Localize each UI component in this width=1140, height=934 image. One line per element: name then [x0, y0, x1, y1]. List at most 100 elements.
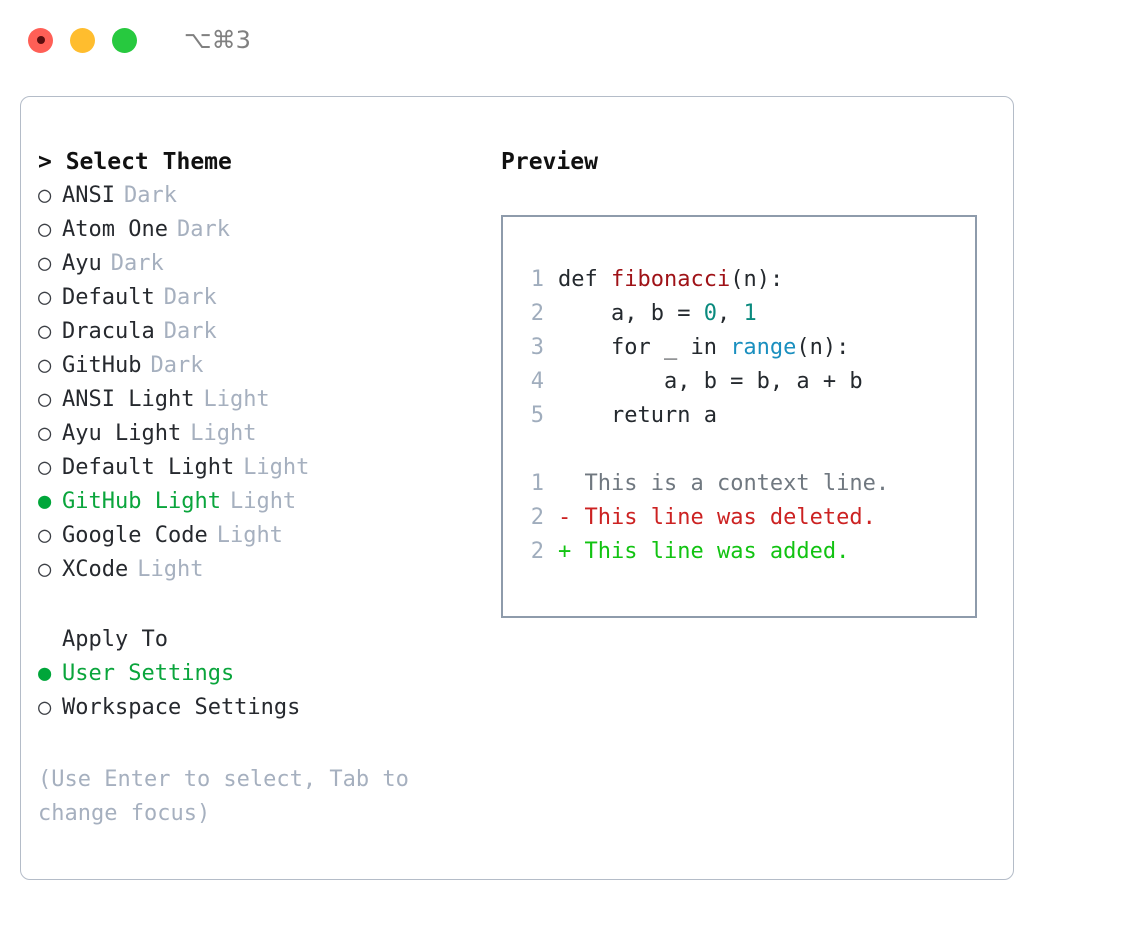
keyboard-hint-text: (Use Enter to select, Tab to change focu…	[38, 767, 423, 826]
theme-option-tag: Light	[190, 421, 257, 446]
code-token: 0	[703, 301, 717, 326]
code-line-number: 3	[530, 335, 544, 360]
theme-option-label: Default Light	[62, 455, 235, 480]
radio-unselected-icon: ○	[38, 695, 52, 720]
apply-to-option-label: Workspace Settings	[62, 695, 301, 720]
theme-option-github-light[interactable]: ● GitHub Light Light	[38, 485, 478, 519]
code-token: 1	[743, 301, 757, 326]
radio-selected-icon: ●	[38, 661, 52, 686]
radio-unselected-icon: ○	[38, 319, 52, 344]
diff-line-text: This line was deleted.	[584, 505, 876, 530]
theme-option-tag: Dark	[123, 183, 177, 208]
theme-option-default-light[interactable]: ○ Default Light Light	[38, 451, 478, 485]
diff-line-number: 2	[530, 505, 544, 530]
code-token: ,	[716, 301, 744, 326]
theme-option-tag: Light	[137, 557, 204, 582]
code-line: 2 a, b = 0, 1	[520, 297, 967, 331]
radio-unselected-icon: ○	[38, 557, 52, 582]
theme-option-label: GitHub Light	[62, 489, 221, 514]
code-line-text: a, b = 0, 1	[558, 297, 757, 331]
code-line-number: 2	[530, 301, 544, 326]
apply-to-option-user-settings[interactable]: ●User Settings	[38, 657, 478, 691]
code-token: (n):	[796, 335, 850, 360]
theme-option-ayu[interactable]: ○ Ayu Dark	[38, 247, 478, 281]
code-line: 4 a, b = b, a + b	[520, 365, 967, 399]
theme-option-tag: Light	[229, 489, 297, 514]
theme-option-label: Dracula	[62, 319, 155, 344]
radio-unselected-icon: ○	[38, 387, 52, 412]
recording-dot-icon	[36, 36, 45, 44]
diff-sample: 1 This is a context line.2- This line wa…	[520, 467, 967, 569]
minimize-button[interactable]	[70, 27, 95, 53]
select-theme-heading: > Select Theme	[38, 149, 232, 175]
code-token: a, b = b, a + b	[558, 369, 863, 394]
theme-option-tag: Dark	[163, 319, 217, 344]
diff-line: 2+ This line was added.	[520, 535, 967, 569]
radio-unselected-icon: ○	[38, 421, 52, 446]
code-line-text: return a	[558, 399, 717, 433]
radio-selected-icon: ●	[38, 489, 52, 514]
code-line-text: for _ in range(n):	[558, 331, 849, 365]
theme-option-label: Google Code	[62, 523, 208, 548]
diff-line: 2- This line was deleted.	[520, 501, 967, 535]
theme-option-label: ANSI	[62, 183, 115, 208]
code-token: for _ in	[558, 335, 731, 360]
zoom-button[interactable]	[112, 27, 137, 53]
diff-line-text: This is a context line.	[584, 471, 890, 496]
code-token: fibonacci	[610, 267, 731, 292]
code-token: def	[558, 267, 611, 292]
close-button[interactable]	[28, 27, 53, 53]
diff-marker: -	[558, 505, 585, 530]
code-line: 1 def fibonacci(n):	[520, 263, 967, 297]
apply-to-option-workspace-settings[interactable]: ○ Workspace Settings	[38, 691, 478, 725]
diff-marker	[558, 467, 585, 501]
radio-unselected-icon: ○	[38, 285, 52, 310]
theme-option-ansi[interactable]: ○ ANSI Dark	[38, 179, 478, 213]
section-spacer	[38, 587, 478, 623]
code-line-text: def fibonacci(n):	[558, 263, 783, 297]
title-bar: ⌥⌘3	[0, 0, 1140, 80]
apply-to-heading: Apply To	[62, 627, 168, 652]
theme-option-tag: Dark	[110, 251, 164, 276]
theme-option-label: Ayu	[62, 251, 102, 276]
theme-option-tag: Light	[243, 455, 310, 480]
theme-option-tag: Dark	[163, 285, 217, 310]
diff-line: 1 This is a context line.	[520, 467, 967, 501]
radio-unselected-icon: ○	[38, 251, 52, 276]
radio-unselected-icon: ○	[38, 455, 52, 480]
preview-heading: Preview	[501, 149, 598, 175]
code-line-text: a, b = b, a + b	[558, 365, 863, 399]
code-line-number: 1	[530, 267, 544, 292]
radio-unselected-icon: ○	[38, 217, 52, 242]
window-shortcut-label: ⌥⌘3	[184, 26, 251, 54]
radio-unselected-icon: ○	[38, 353, 52, 378]
code-line: 5 return a	[520, 399, 967, 433]
diff-line-number: 1	[530, 471, 544, 496]
theme-option-label: GitHub	[62, 353, 142, 378]
diff-marker: +	[558, 539, 585, 564]
code-line: 3 for _ in range(n):	[520, 331, 967, 365]
radio-unselected-icon: ○	[38, 183, 52, 208]
diff-line-number: 2	[530, 539, 544, 564]
radio-unselected-icon: ○	[38, 523, 52, 548]
theme-option-tag: Light	[203, 387, 270, 412]
traffic-light-group	[28, 27, 137, 53]
code-token: return a	[558, 403, 717, 428]
code-token: (n):	[730, 267, 784, 292]
theme-option-dracula[interactable]: ○ Dracula Dark	[38, 315, 478, 349]
